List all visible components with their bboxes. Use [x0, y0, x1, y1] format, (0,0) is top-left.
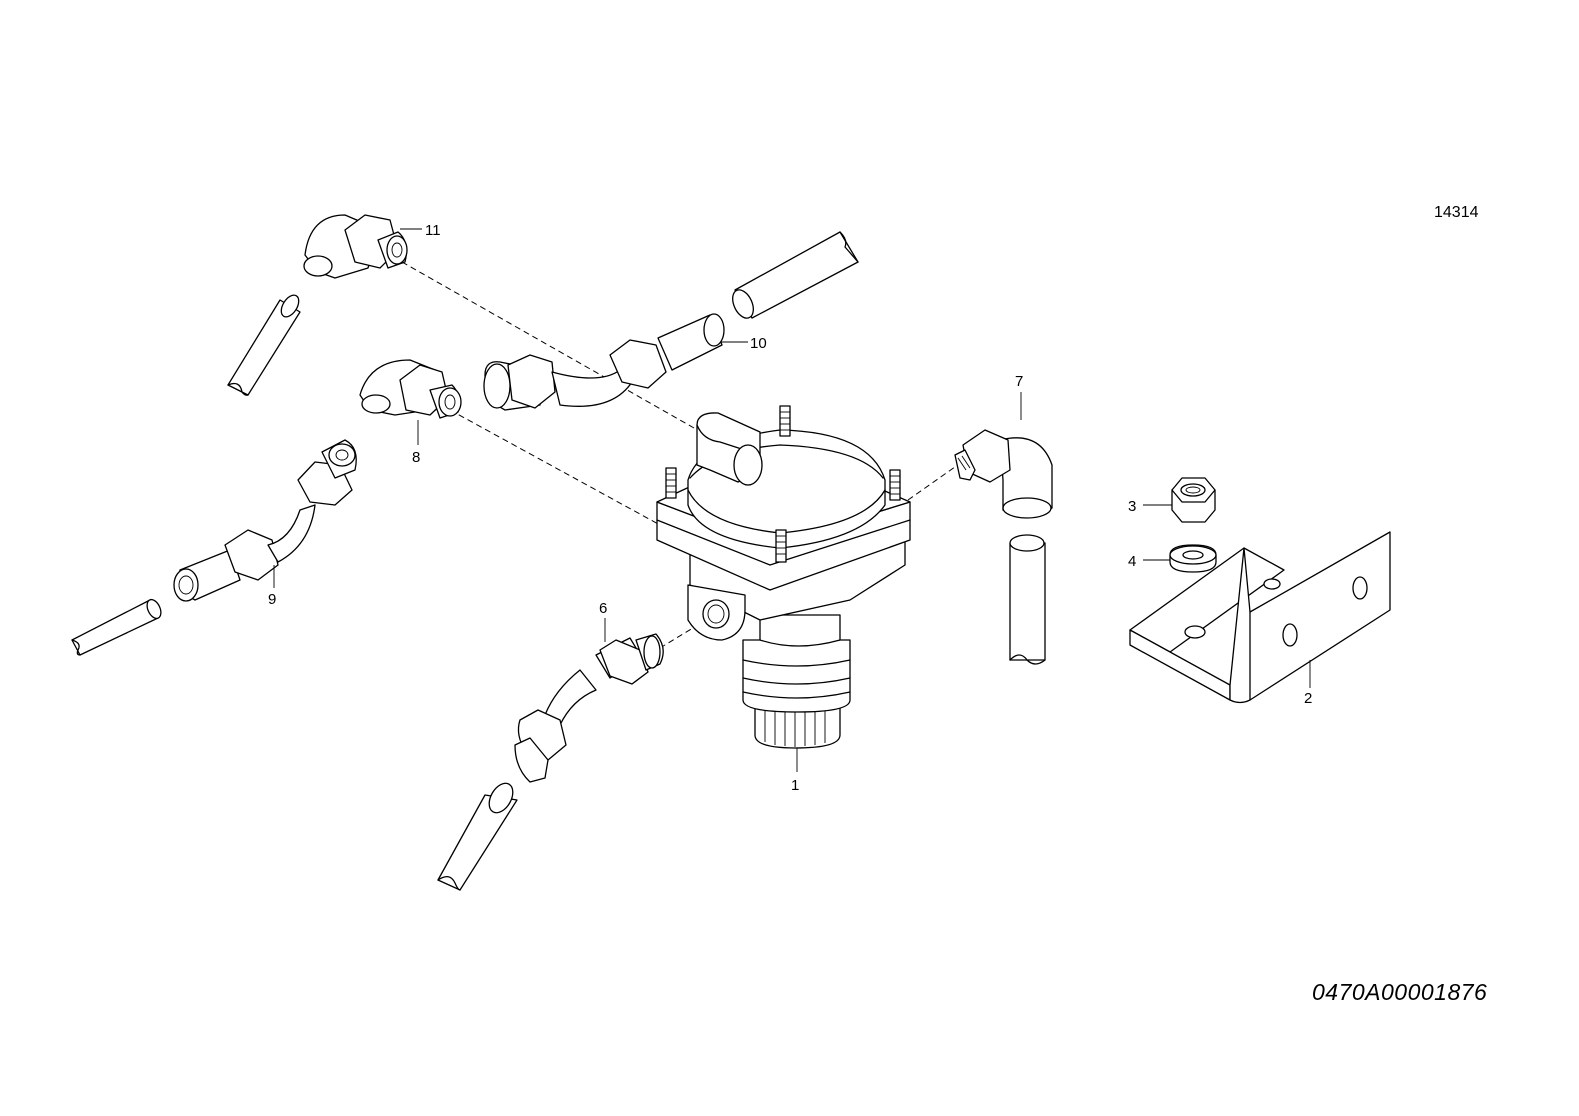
part-10-hose-fitting: 10	[483, 313, 767, 411]
part-9-hose-fitting: 9	[173, 439, 357, 608]
part-2-bracket: 2	[1129, 531, 1391, 707]
part-3-nut: 3	[1128, 477, 1216, 523]
callout-8: 8	[412, 449, 420, 466]
callout-4: 4	[1128, 553, 1136, 570]
hose-segment-lower	[437, 782, 518, 891]
callout-6: 6	[599, 600, 607, 617]
callout-10: 10	[750, 335, 767, 352]
callout-11: 11	[425, 222, 441, 239]
callout-2: 2	[1304, 690, 1312, 707]
hose-segment-right	[1009, 534, 1046, 665]
callout-3: 3	[1128, 498, 1136, 515]
part-1-valve: 1	[656, 405, 911, 794]
assembly-lines	[401, 261, 963, 649]
part-6-hose-fitting: 6	[514, 600, 664, 783]
callout-9: 9	[268, 591, 276, 608]
callout-1: 1	[791, 777, 799, 794]
part-7-elbow: 7	[954, 373, 1053, 519]
hose-segment-left	[71, 598, 162, 656]
hose-segment-upper-right	[732, 231, 859, 319]
part-4-washer: 4	[1128, 544, 1217, 573]
hose-segment-upper-left	[227, 294, 301, 396]
part-8-elbow: 8	[359, 359, 462, 466]
part-11-elbow: 11	[303, 214, 441, 279]
callout-7: 7	[1015, 373, 1023, 390]
figure-number: 14314	[1434, 204, 1479, 221]
document-number: 0470A00001876	[1312, 979, 1487, 1005]
